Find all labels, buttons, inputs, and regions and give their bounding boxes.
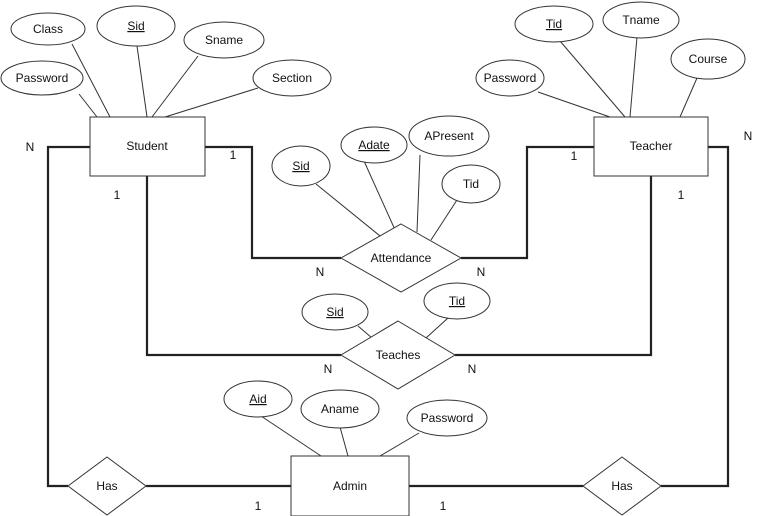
- attr-attendance-sid-label: Sid: [292, 159, 309, 173]
- attr-student-sid[interactable]: Sid: [96, 5, 176, 47]
- attr-student-sname-label: Sname: [205, 33, 243, 47]
- attr-admin-aname-label: Aname: [321, 402, 359, 416]
- relationship-has-left[interactable]: Has: [67, 456, 147, 516]
- attr-attendance-apresent-label: APresent: [424, 129, 474, 143]
- attr-attendance-tid[interactable]: Tid: [441, 164, 501, 204]
- attr-student-sid-label: Sid: [127, 19, 144, 33]
- attr-teaches-sid[interactable]: Sid: [301, 293, 369, 331]
- card-student-attendance: 1: [230, 148, 237, 162]
- attr-teacher-tid[interactable]: Tid: [514, 5, 594, 43]
- attr-attendance-adate-label: Adate: [358, 138, 390, 152]
- line-attendance-apresent: [416, 154, 421, 233]
- line-teaches-tid: [425, 317, 449, 339]
- cardinalities: N 1 1 1 N 1 N N N N 1 1: [26, 129, 753, 513]
- line-student-attendance: [205, 145, 341, 260]
- relationship-has-right[interactable]: Has: [582, 456, 662, 516]
- attr-attendance-sid[interactable]: Sid: [271, 145, 331, 187]
- relationship-teaches-label: Teaches: [376, 348, 421, 362]
- relationship-attendance-label: Attendance: [371, 251, 432, 265]
- attr-student-sname[interactable]: Sname: [183, 21, 265, 59]
- attr-teacher-tname-label: Tname: [622, 13, 660, 27]
- attr-admin-password[interactable]: Password: [406, 399, 488, 437]
- line-attendance-teacher: [461, 145, 594, 260]
- attr-teacher-tid-label: Tid: [546, 17, 562, 31]
- line-teacher-course: [679, 77, 698, 118]
- attr-student-password[interactable]: Password: [0, 60, 84, 96]
- card-student-has: N: [26, 140, 35, 154]
- attr-admin-aid[interactable]: Aid: [223, 380, 293, 418]
- attr-attendance-apresent[interactable]: APresent: [408, 115, 490, 157]
- card-teaches-teacher-side: N: [468, 362, 477, 376]
- relationship-attendance[interactable]: Attendance: [339, 223, 463, 293]
- attr-student-password-label: Password: [16, 71, 69, 85]
- line-student-class: [71, 43, 111, 118]
- line-attendance-tid: [430, 199, 458, 241]
- entity-admin-label: Admin: [333, 479, 367, 493]
- attr-teacher-tname[interactable]: Tname: [602, 1, 680, 39]
- line-attendance-sid: [315, 183, 386, 241]
- attr-teacher-course[interactable]: Course: [670, 38, 746, 80]
- card-attendance-student-side: N: [316, 265, 325, 279]
- attr-admin-aid-label: Aid: [249, 392, 266, 406]
- line-student-sname: [151, 55, 199, 118]
- attr-attendance-tid-label: Tid: [463, 177, 479, 191]
- line-teaches-teacher: [455, 176, 653, 357]
- card-admin-left: 1: [255, 499, 262, 513]
- line-teacher-password: [537, 91, 611, 118]
- relationship-has-right-label: Has: [611, 479, 632, 493]
- card-attendance-teacher-side: N: [477, 265, 486, 279]
- line-student-sid: [136, 45, 148, 118]
- attr-student-section[interactable]: Section: [252, 59, 332, 97]
- attr-teaches-tid[interactable]: Tid: [423, 282, 491, 320]
- attribute-lines: [71, 36, 698, 457]
- entity-teacher-label: Teacher: [630, 139, 673, 153]
- card-teaches-student-side: N: [324, 362, 333, 376]
- line-attendance-adate: [363, 160, 397, 233]
- attr-teacher-course-label: Course: [689, 52, 728, 66]
- line-student-has: [46, 145, 90, 488]
- card-teacher-attendance: 1: [571, 149, 578, 163]
- attr-teaches-tid-label: Tid: [449, 294, 465, 308]
- line-teacher-tname: [629, 36, 638, 118]
- entity-admin[interactable]: Admin: [290, 455, 410, 516]
- attr-attendance-adate[interactable]: Adate: [340, 126, 408, 164]
- relationship-teaches[interactable]: Teaches: [340, 320, 456, 390]
- attr-teacher-password[interactable]: Password: [475, 59, 545, 97]
- line-teacher-tid: [559, 40, 626, 118]
- relationship-has-left-label: Has: [96, 479, 117, 493]
- line-student-section: [164, 87, 259, 118]
- attr-teacher-password-label: Password: [484, 71, 537, 85]
- card-teacher-has: N: [744, 129, 753, 143]
- line-teaches-sid: [357, 325, 373, 339]
- entity-teacher[interactable]: Teacher: [593, 116, 709, 177]
- attr-admin-password-label: Password: [421, 411, 474, 425]
- line-student-password: [78, 93, 98, 118]
- line-student-teaches: [145, 176, 341, 357]
- attr-admin-aname[interactable]: Aname: [300, 389, 380, 429]
- card-teacher-teaches: 1: [678, 188, 685, 202]
- attr-teaches-sid-label: Sid: [326, 305, 343, 319]
- line-admin-password: [379, 432, 420, 457]
- line-has-teacher: [661, 145, 730, 488]
- entity-student-label: Student: [126, 139, 168, 153]
- attr-student-section-label: Section: [272, 71, 312, 85]
- attr-student-class-label: Class: [33, 22, 63, 36]
- card-admin-right: 1: [440, 499, 447, 513]
- line-admin-aid: [257, 413, 322, 457]
- card-student-teaches: 1: [114, 188, 121, 202]
- entity-student[interactable]: Student: [89, 116, 206, 177]
- attr-student-class[interactable]: Class: [10, 12, 86, 46]
- line-admin-aname: [339, 426, 349, 457]
- relationship-lines: [46, 145, 730, 488]
